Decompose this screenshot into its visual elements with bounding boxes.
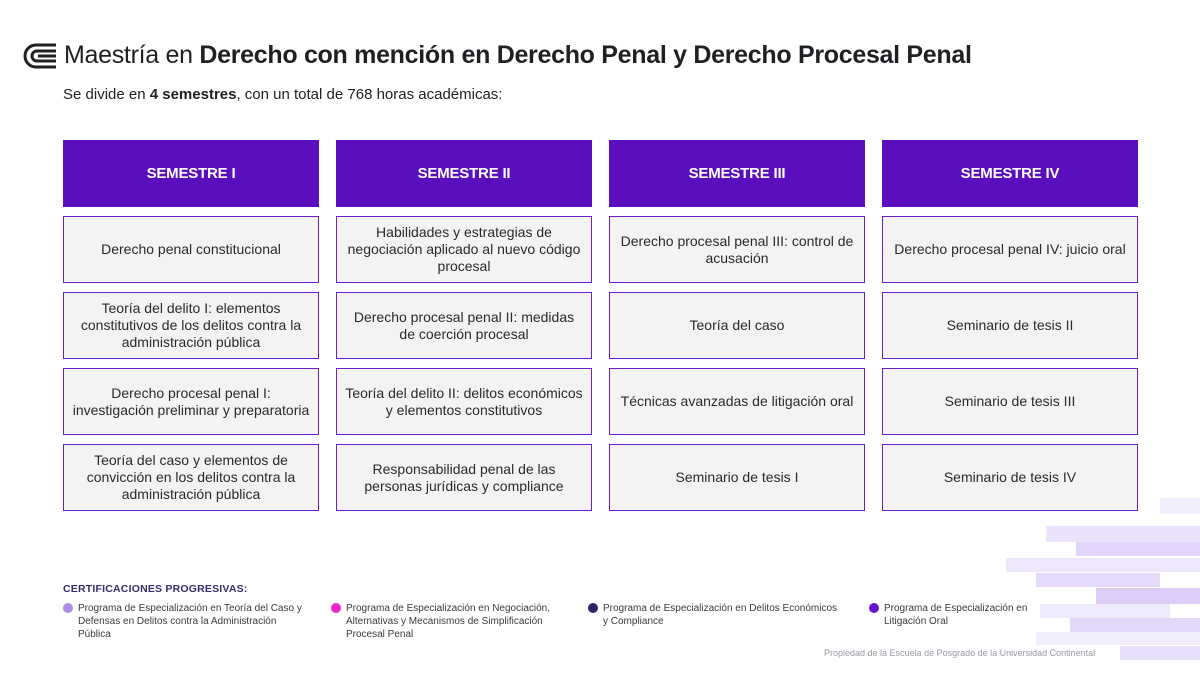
bullet-dot-icon [869, 603, 879, 613]
semester-header: SEMESTRE IV [882, 140, 1138, 207]
course-cell: Responsabilidad penal de las personas ju… [336, 444, 592, 511]
certification-text: Programa de Especialización en Litigació… [884, 603, 1028, 627]
decorative-bar [1040, 604, 1170, 618]
semester-column-4: SEMESTRE IV Derecho procesal penal IV: j… [882, 140, 1138, 511]
course-cell: Teoría del delito I: elementos constitut… [63, 292, 319, 359]
course-cell: Teoría del caso y elementos de convicció… [63, 444, 319, 511]
course-cell: Seminario de tesis II [882, 292, 1138, 359]
certification-item: Programa de Especialización en Delitos E… [588, 602, 838, 628]
course-cell: Técnicas avanzadas de litigación oral [609, 368, 865, 435]
course-cell: Habilidades y estrategias de negociación… [336, 216, 592, 283]
semester-column-2: SEMESTRE II Habilidades y estrategias de… [336, 140, 592, 511]
decorative-bar [1120, 646, 1200, 660]
certification-text: Programa de Especialización en Negociaci… [346, 603, 551, 640]
bullet-dot-icon [588, 603, 598, 613]
course-cell: Derecho procesal penal III: control de a… [609, 216, 865, 283]
certifications-title: CERTIFICACIONES PROGRESIVAS: [63, 583, 248, 595]
footer-note: Propiedad de la Escuela de Posgrado de l… [824, 648, 1096, 658]
certification-item: Programa de Especialización en Litigació… [869, 602, 1049, 628]
semester-header: SEMESTRE I [63, 140, 319, 207]
course-cell: Derecho penal constitucional [63, 216, 319, 283]
course-cell: Teoría del caso [609, 292, 865, 359]
course-cell: Derecho procesal penal I: investigación … [63, 368, 319, 435]
decorative-bar [1036, 573, 1160, 587]
bullet-dot-icon [63, 603, 73, 613]
decorative-bar [1006, 558, 1200, 572]
semester-column-1: SEMESTRE I Derecho penal constitucional … [63, 140, 319, 511]
decorative-bar [1070, 618, 1200, 632]
certification-item: Programa de Especialización en Negociaci… [331, 602, 571, 641]
semester-header: SEMESTRE III [609, 140, 865, 207]
decorative-bar [1046, 526, 1200, 542]
semester-column-3: SEMESTRE III Derecho procesal penal III:… [609, 140, 865, 511]
course-cell: Seminario de tesis III [882, 368, 1138, 435]
bullet-dot-icon [331, 603, 341, 613]
certification-text: Programa de Especialización en Teoría de… [78, 603, 302, 640]
semester-header: SEMESTRE II [336, 140, 592, 207]
course-cell: Seminario de tesis I [609, 444, 865, 511]
page-title: Maestría en Derecho con mención en Derec… [64, 41, 972, 69]
certification-item: Programa de Especialización en Teoría de… [63, 602, 308, 641]
page-subtitle: Se divide en 4 semestres, con un total d… [63, 86, 503, 103]
course-cell: Seminario de tesis IV [882, 444, 1138, 511]
course-cell: Derecho procesal penal IV: juicio oral [882, 216, 1138, 283]
certification-text: Programa de Especialización en Delitos E… [603, 603, 838, 627]
decorative-bar [1160, 498, 1200, 514]
decorative-bar [1076, 542, 1200, 556]
course-cell: Teoría del delito II: delitos económicos… [336, 368, 592, 435]
course-cell: Derecho procesal penal II: medidas de co… [336, 292, 592, 359]
decorative-bar [1096, 588, 1200, 604]
decorative-bar [1036, 632, 1200, 645]
university-logo-icon [23, 43, 56, 69]
